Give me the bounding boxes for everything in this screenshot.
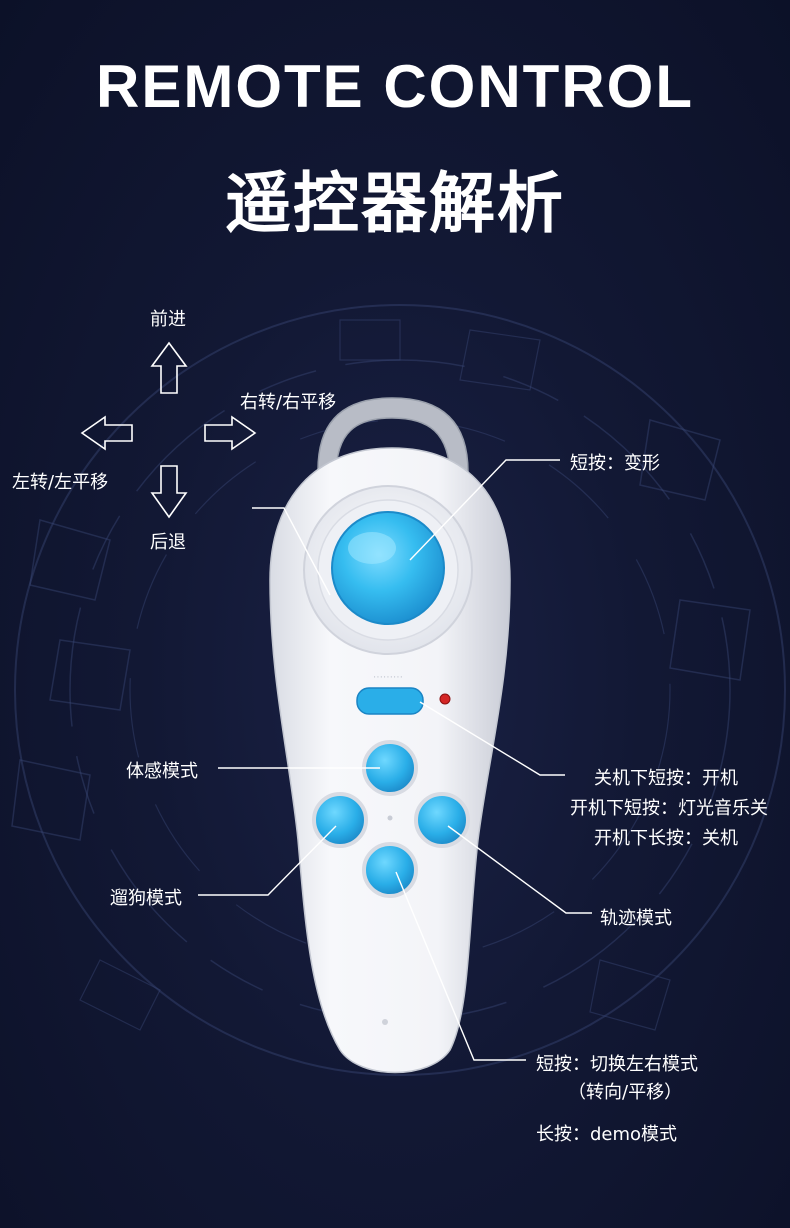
label-switch-short: 短按：切换左右模式 (536, 1054, 698, 1075)
label-back: 后退 (150, 532, 186, 553)
label-dog-mode: 遛狗模式 (110, 888, 182, 909)
label-right-turn: 右转/右平移 (240, 392, 337, 413)
label-power-1: 关机下短按：开机 (594, 768, 738, 789)
page-title: REMOTE CONTROL (96, 53, 694, 120)
label-switch-note: （转向/平移） (568, 1082, 683, 1103)
label-track-mode: 轨迹模式 (600, 908, 672, 929)
label-forward: 前进 (150, 309, 186, 330)
label-power-2: 开机下短按：灯光音乐关 (570, 798, 768, 819)
label-demo-mode: 长按：demo模式 (536, 1124, 678, 1145)
label-motion-mode: 体感模式 (126, 761, 198, 782)
label-left-turn: 左转/左平移 (12, 472, 109, 493)
label-joystick: 短按：变形 (570, 453, 660, 474)
page-subtitle: 遥控器解析 (225, 165, 565, 242)
label-power-3: 开机下长按：关机 (594, 828, 738, 849)
